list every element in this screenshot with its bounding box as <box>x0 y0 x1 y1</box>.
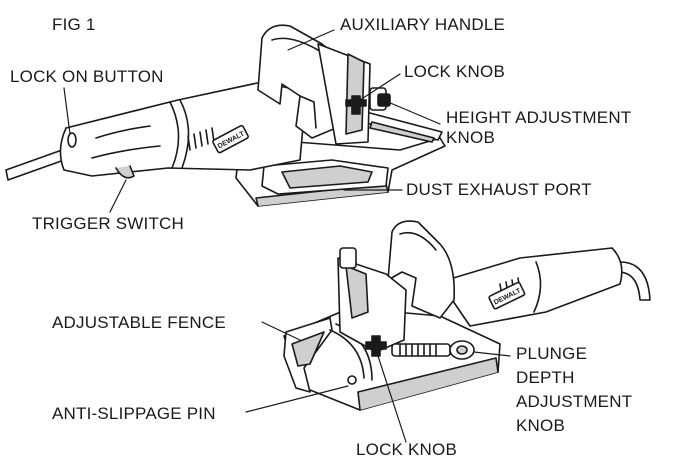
label-anti-slippage-pin: ANTI-SLIPPAGE PIN <box>52 404 216 423</box>
label-lock-on-button: LOCK ON BUTTON <box>10 67 164 86</box>
bottom-lock-knob <box>365 335 387 357</box>
top-height-adjustment-knob <box>369 87 391 111</box>
label-plunge-depth-adjustment-knob: PLUNGE DEPTH ADJUSTMENT KNOB <box>516 344 633 435</box>
leader-lock-on-button <box>63 87 71 135</box>
top-trigger <box>115 165 135 179</box>
label-height-adjustment-knob: HEIGHT ADJUSTMENT KNOB <box>446 108 632 147</box>
leader-lock-knob-top <box>359 73 401 101</box>
label-dust-exhaust-port: DUST EXHAUST PORT <box>406 180 592 199</box>
leader-lines <box>63 29 511 443</box>
bottom-anti-slippage-pin <box>347 375 357 385</box>
leader-plunge-depth-adjustment-knob <box>473 351 511 357</box>
top-tool-illustration: DEWALT <box>5 24 446 207</box>
bottom-height-knob <box>339 247 357 269</box>
top-power-cord <box>5 149 65 181</box>
figure-title: FIG 1 <box>52 15 96 34</box>
leader-adjustable-fence <box>261 321 301 341</box>
label-lock-knob-top: LOCK KNOB <box>404 62 505 81</box>
label-trigger-switch: TRIGGER SWITCH <box>32 214 185 233</box>
bottom-auxiliary-handle <box>387 220 456 319</box>
bottom-plunge-depth-rod <box>391 343 451 357</box>
leader-height-adjustment-knob <box>387 101 441 125</box>
bottom-tool-illustration: DEWALT <box>283 220 651 411</box>
leader-auxiliary-handle <box>287 29 335 51</box>
top-lock-knob <box>345 95 367 115</box>
label-auxiliary-handle: AUXILIARY HANDLE <box>340 15 506 34</box>
label-adjustable-fence: ADJUSTABLE FENCE <box>52 313 226 332</box>
bottom-motor-housing <box>439 247 623 327</box>
top-lock-on-button <box>67 132 77 148</box>
label-lock-knob-bottom: LOCK KNOB <box>356 440 457 459</box>
leader-anti-slippage-pin <box>245 385 349 413</box>
leader-lock-knob-bottom <box>377 355 407 443</box>
leader-trigger-switch <box>109 179 127 213</box>
bottom-power-cord <box>617 261 651 301</box>
